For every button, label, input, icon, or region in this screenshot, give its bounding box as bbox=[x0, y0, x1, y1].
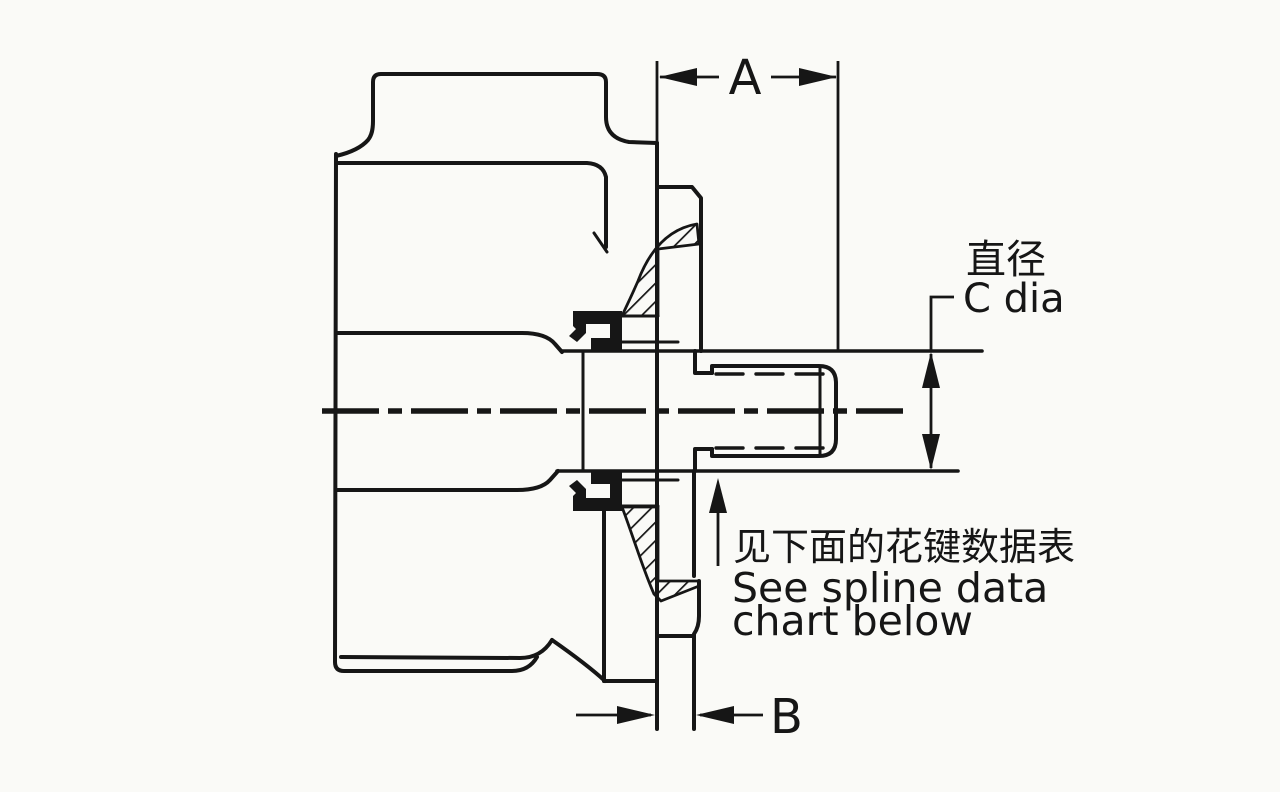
spline-note-en-line2: chart below bbox=[732, 597, 973, 645]
bell-lower-curve bbox=[550, 638, 607, 683]
dim-b-arrowhead-right bbox=[696, 706, 734, 724]
dim-b-arrowhead-left bbox=[617, 706, 655, 724]
housing-step-line-bottom bbox=[339, 638, 554, 660]
fillet-tick-mark bbox=[592, 231, 609, 254]
hatched-wall-top bbox=[620, 222, 701, 318]
spline-note-arrowhead bbox=[709, 478, 727, 513]
bore-line-bottom bbox=[335, 469, 560, 492]
dim-c-leader bbox=[929, 295, 954, 352]
diameter-label-zh: 直径 bbox=[966, 237, 1046, 283]
housing-left-bottom-contour bbox=[333, 152, 539, 673]
bore-line-top bbox=[335, 331, 564, 354]
shaft-seals bbox=[569, 311, 622, 511]
housing-section bbox=[333, 72, 680, 683]
spline-note-zh: 见下面的花键数据表 bbox=[733, 525, 1075, 569]
diameter-label-en: C dia bbox=[963, 276, 1065, 322]
shaft-undercut-top bbox=[693, 349, 714, 375]
spline-note: 见下面的花键数据表 See spline data chart below bbox=[709, 478, 1075, 645]
shaft-undercut-bottom bbox=[693, 447, 714, 473]
flange-top-edge-chamfer-back bbox=[655, 185, 703, 353]
output-shaft bbox=[322, 349, 984, 473]
shaft-seal-bottom bbox=[569, 472, 622, 511]
spline-note-en-line1: See spline data bbox=[732, 564, 1048, 612]
hatched-wall-bottom bbox=[620, 505, 701, 603]
section-hatching bbox=[620, 222, 701, 603]
mounting-flange bbox=[655, 141, 703, 731]
flange-back-lower-chamfer bbox=[692, 579, 701, 731]
dimension-b: B bbox=[576, 689, 803, 745]
housing-top-contour bbox=[334, 72, 659, 158]
dim-a-arrowhead-left bbox=[659, 68, 697, 86]
dimension-c: 直径 C dia bbox=[922, 237, 1065, 470]
housing-step-line-top bbox=[335, 161, 608, 249]
dim-c-arrowhead-down bbox=[922, 434, 940, 470]
dim-c-arrowhead-up bbox=[922, 352, 940, 388]
dimension-a: A bbox=[655, 50, 840, 351]
dim-a-arrowhead-right bbox=[799, 68, 837, 86]
shaft-seal-top bbox=[569, 311, 622, 350]
dim-b-label: B bbox=[770, 689, 803, 745]
dim-a-label: A bbox=[729, 50, 762, 106]
